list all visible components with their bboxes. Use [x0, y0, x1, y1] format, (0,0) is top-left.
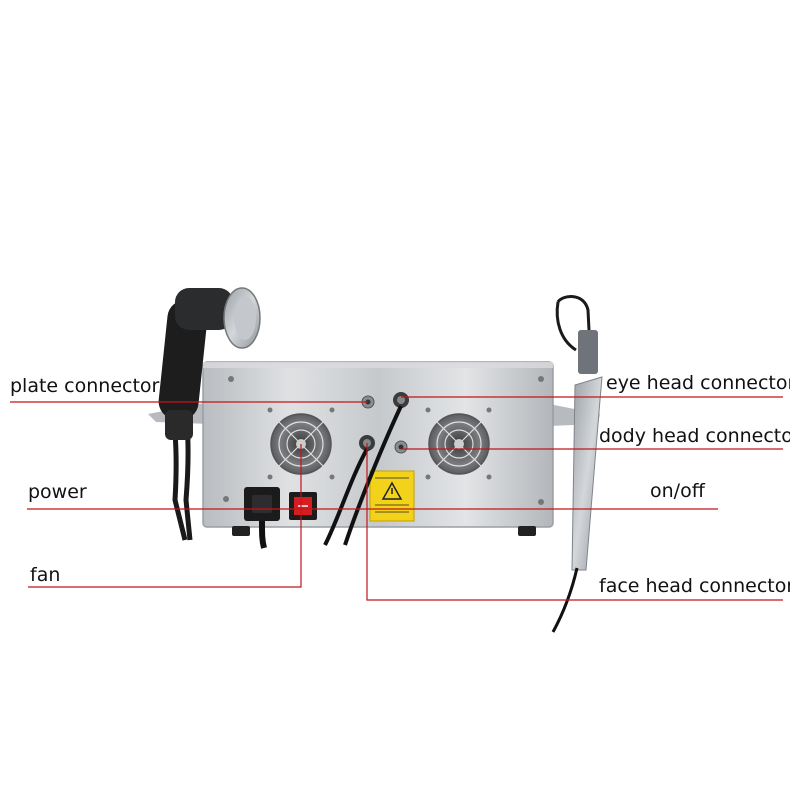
eye-head-connector-socket [393, 392, 409, 408]
round-handpiece [158, 287, 261, 541]
on-off-switch [289, 492, 317, 520]
label-face-head-connector: face head connector [599, 575, 790, 597]
device-back-panel [202, 361, 554, 536]
face-head-connector-leader [366, 443, 783, 601]
label-on-off: on/off [650, 480, 705, 502]
dody-head-connector-socket [394, 440, 408, 454]
power-socket [244, 487, 280, 549]
label-power: power [28, 481, 87, 503]
metal-plate-electrode [551, 295, 603, 633]
fan-leader [28, 444, 302, 588]
connector-cables [323, 405, 403, 546]
label-eye-head-connector: eye head connector [606, 372, 790, 394]
right-fan [428, 413, 490, 475]
label-fan: fan [30, 564, 61, 586]
warning-label [369, 470, 415, 522]
leader-lines [10, 396, 783, 601]
label-dody-head-connecto: dody head connecto [599, 425, 790, 447]
label-plate-connector: plate connector [10, 375, 160, 397]
